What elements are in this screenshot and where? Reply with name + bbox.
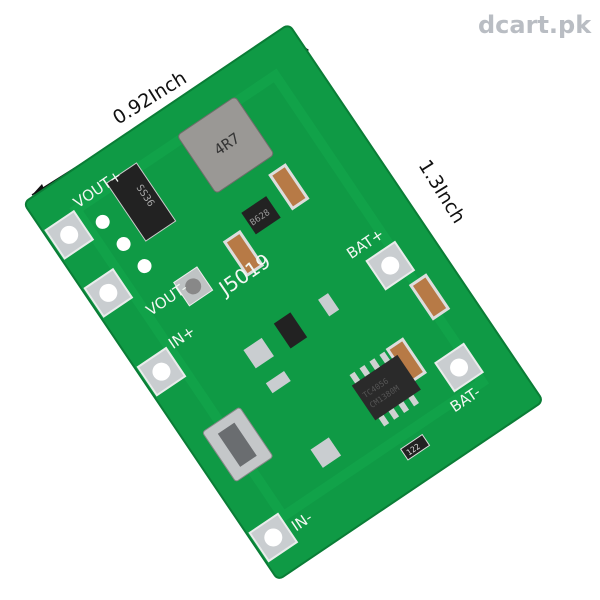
arrowhead-icon bbox=[32, 184, 45, 195]
resistor bbox=[399, 433, 431, 461]
mosfet bbox=[241, 196, 281, 235]
inductor bbox=[178, 97, 274, 193]
watermark-logo: dcart.pk bbox=[478, 11, 592, 39]
height-label: 1.3Inch bbox=[414, 156, 470, 227]
pcb-board: 4R7 SS36 B628 TC4056 CM1380M 122 VOUT+ V… bbox=[24, 25, 542, 579]
charger-ic bbox=[351, 354, 421, 421]
board-substrate bbox=[24, 25, 542, 579]
diode bbox=[105, 162, 177, 242]
